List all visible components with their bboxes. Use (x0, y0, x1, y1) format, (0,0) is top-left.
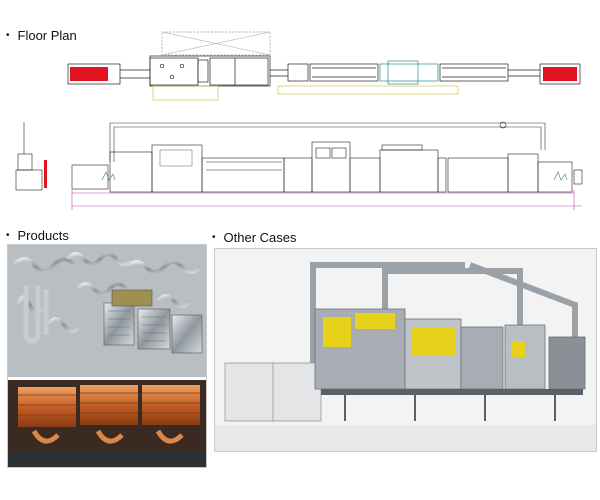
products-heading: • Products (6, 228, 69, 243)
bullet-icon: • (6, 230, 10, 241)
products-illustration (8, 245, 206, 467)
other-cases-title: Other Cases (223, 230, 297, 245)
plan-view-top (67, 31, 581, 101)
products-photo (7, 244, 207, 468)
other-cases-photo (214, 248, 597, 452)
floor-plan-title: Floor Plan (17, 28, 77, 43)
floor-plan-drawing (15, 31, 583, 210)
bullet-icon: • (6, 30, 10, 41)
plan-view-side (15, 121, 583, 210)
other-cases-heading: • Other Cases (212, 230, 297, 245)
furnace-line-illustration (215, 249, 596, 451)
floor-plan-heading: • Floor Plan (6, 28, 77, 43)
bullet-icon: • (212, 232, 216, 243)
products-title: Products (17, 228, 69, 243)
